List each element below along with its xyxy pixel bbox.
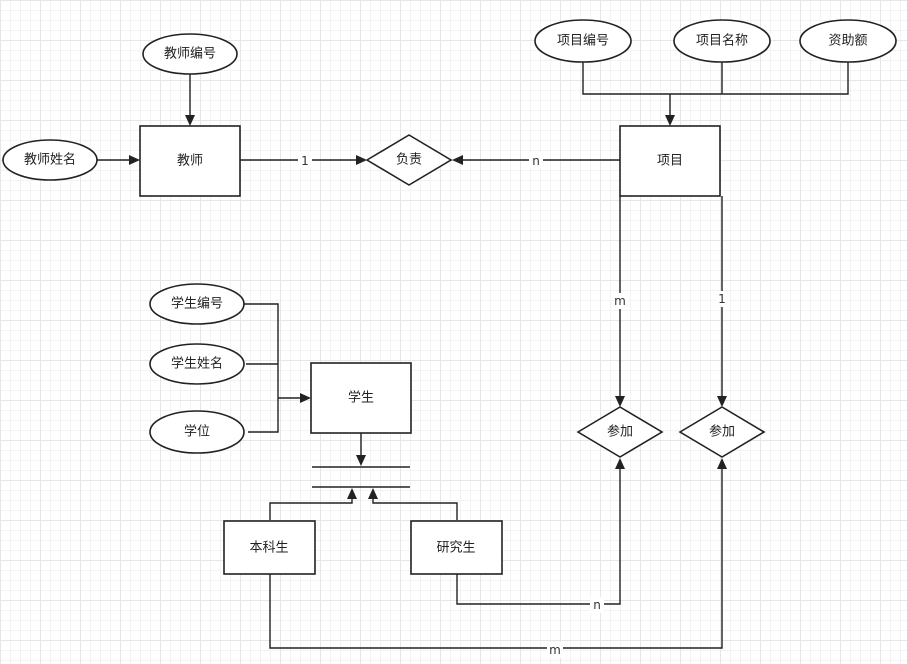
entity-teacher-label: 教师	[177, 153, 203, 169]
attribute-degree[interactable]: 学位	[149, 410, 245, 454]
attribute-teacher-name[interactable]: 教师姓名	[2, 139, 98, 181]
cardinality-project-participate-left: m	[614, 294, 626, 308]
attribute-funding-label: 资助额	[828, 34, 867, 49]
arrowhead	[300, 393, 311, 403]
attribute-student-name-label: 学生姓名	[171, 356, 223, 372]
arrowhead	[665, 115, 675, 126]
relationship-participate-right-label: 参加	[709, 424, 735, 440]
attribute-teacher-name-label: 教师姓名	[24, 152, 76, 168]
arrowhead	[356, 155, 367, 165]
attribute-funding[interactable]: 资助额	[799, 19, 897, 63]
entity-graduate[interactable]: 研究生	[410, 520, 503, 575]
cardinality-graduate-participate: n	[593, 598, 601, 612]
relationship-participate-left[interactable]: 参加	[576, 406, 664, 458]
arrowhead	[452, 155, 463, 165]
edge-graduate-generalization	[372, 498, 458, 520]
relationship-responsible[interactable]: 负责	[365, 134, 453, 186]
arrowhead	[356, 455, 366, 466]
relationship-participate-right[interactable]: 参加	[678, 406, 766, 458]
edge-undergrad-generalization	[269, 498, 353, 520]
arrowhead	[368, 488, 378, 499]
attribute-project-name-label: 项目名称	[696, 33, 748, 49]
entity-graduate-label: 研究生	[436, 541, 475, 556]
attribute-project-id-label: 项目编号	[557, 34, 609, 49]
attribute-degree-label: 学位	[184, 424, 210, 440]
cardinality-undergrad-participate: m	[549, 643, 561, 657]
attribute-student-name[interactable]: 学生姓名	[149, 343, 245, 385]
relationship-responsible-label: 负责	[396, 153, 422, 168]
arrowhead	[615, 458, 625, 469]
arrowhead	[347, 488, 357, 499]
entity-student-label: 学生	[348, 390, 374, 406]
arrowhead	[185, 115, 195, 126]
entity-undergrad[interactable]: 本科生	[223, 520, 316, 575]
attribute-student-id[interactable]: 学生编号	[149, 283, 245, 325]
attribute-project-name[interactable]: 项目名称	[673, 19, 771, 63]
entity-project-label: 项目	[657, 154, 683, 169]
arrowhead	[717, 396, 727, 407]
edge-student-id	[244, 303, 279, 433]
arrowhead	[717, 458, 727, 469]
edge-graduate-participate	[456, 468, 621, 605]
entity-undergrad-label: 本科生	[249, 541, 288, 556]
attribute-student-id-label: 学生编号	[171, 296, 223, 312]
arrowhead	[615, 396, 625, 407]
entity-student[interactable]: 学生	[310, 362, 412, 434]
attribute-teacher-id[interactable]: 教师编号	[142, 33, 238, 75]
relationship-participate-left-label: 参加	[607, 424, 633, 440]
edge-undergrad-participate	[269, 468, 723, 649]
cardinality-project-responsible: n	[532, 154, 540, 168]
edge-project-id	[582, 62, 849, 95]
arrowhead	[129, 155, 140, 165]
entity-project[interactable]: 项目	[619, 125, 721, 197]
cardinality-teacher-responsible: 1	[301, 154, 309, 168]
entity-teacher[interactable]: 教师	[139, 125, 241, 197]
attribute-project-id[interactable]: 项目编号	[534, 19, 632, 63]
cardinality-project-participate-right: 1	[718, 292, 726, 306]
attribute-teacher-id-label: 教师编号	[164, 46, 216, 62]
